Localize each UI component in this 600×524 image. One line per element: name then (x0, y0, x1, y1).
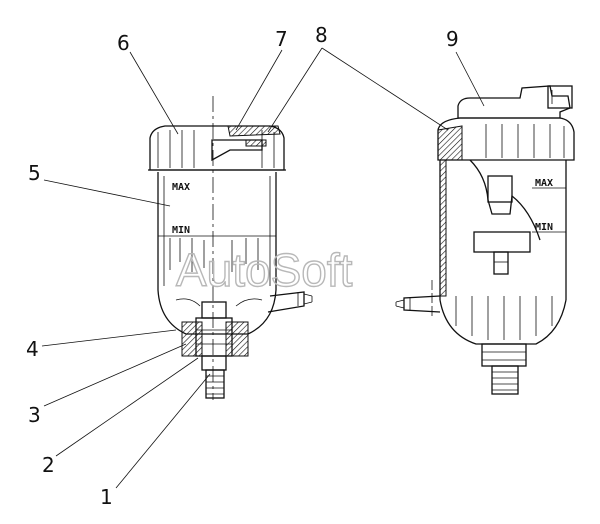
right-body (395, 159, 567, 395)
callout-numbers: 6 7 8 9 5 4 3 2 1 (26, 23, 459, 509)
left-reservoir: MAX MIN (148, 96, 313, 400)
callout-6: 6 (117, 31, 130, 55)
right-max-label: MAX (535, 178, 553, 189)
callout-1: 1 (100, 485, 113, 509)
callout-5: 5 (28, 161, 41, 185)
callout-4: 4 (26, 337, 39, 361)
left-cap (148, 125, 286, 171)
left-body (157, 96, 313, 400)
watermark: AutoSoft (176, 244, 353, 296)
right-reservoir: MAX MIN (395, 85, 575, 395)
leader-lines (41, 47, 485, 489)
callout-3: 3 (28, 403, 41, 427)
left-max-label: MAX (172, 182, 190, 193)
callout-9: 9 (446, 27, 459, 51)
callout-7: 7 (275, 27, 288, 51)
left-fitting (181, 301, 249, 399)
left-min-label: MIN (172, 225, 190, 236)
callout-8: 8 (315, 23, 328, 47)
callout-2: 2 (42, 453, 55, 477)
right-cap (437, 85, 575, 161)
right-min-label: MIN (535, 222, 553, 233)
